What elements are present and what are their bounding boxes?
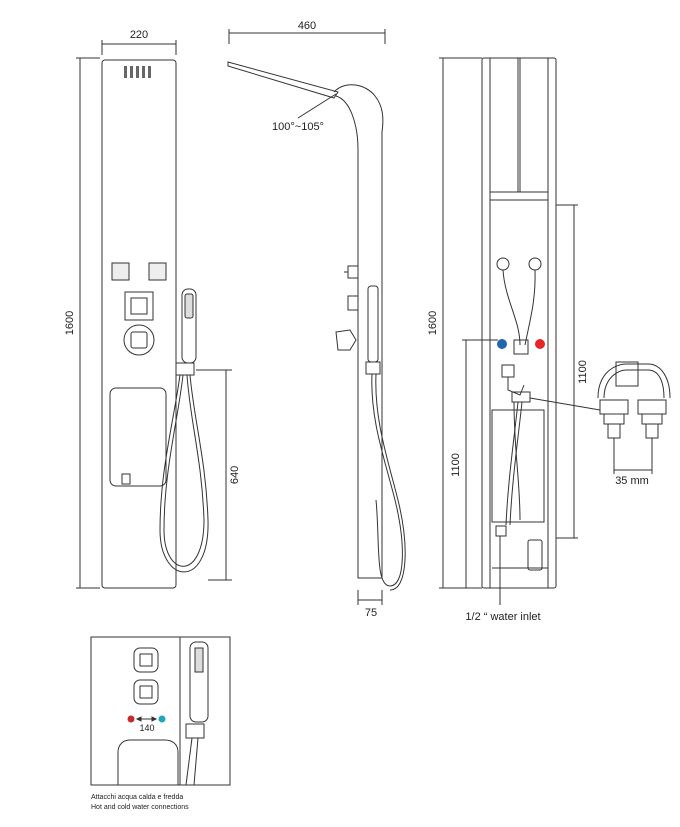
inlet-ring-left bbox=[496, 257, 510, 271]
back-height-label: 1600 bbox=[427, 311, 439, 335]
back-view: 1600 1100 1100 bbox=[427, 57, 601, 623]
lower-connector bbox=[511, 391, 531, 403]
side-column bbox=[333, 84, 384, 579]
detail-frame bbox=[90, 636, 231, 786]
side-knob-3 bbox=[335, 329, 357, 351]
back-recess bbox=[489, 191, 549, 589]
mixer-valve bbox=[513, 339, 529, 355]
side-view: 460 100°~105° 75 bbox=[227, 20, 406, 619]
hose-height-label: 640 bbox=[229, 466, 241, 484]
detail-spacing-label: 140 bbox=[139, 723, 154, 733]
connector-spacing-label: 35 mm bbox=[615, 475, 649, 487]
detail-hot-dot bbox=[127, 715, 135, 723]
detail-cold-dot bbox=[158, 715, 166, 723]
side-holder bbox=[365, 361, 381, 375]
hose-front bbox=[159, 374, 209, 573]
back-box bbox=[491, 409, 545, 523]
front-height-label: 1600 bbox=[64, 311, 76, 335]
hose-outlet bbox=[121, 473, 131, 485]
water-inlet-label: 1/2 “ water inlet bbox=[465, 611, 540, 623]
detail-box: 140 Attacchi acqua calda e fredda Hot an… bbox=[90, 636, 231, 811]
hose-side bbox=[371, 373, 403, 587]
side-depth-label: 75 bbox=[365, 607, 377, 619]
valve-body bbox=[501, 364, 515, 378]
hot-inlet-dot bbox=[535, 339, 545, 349]
side-knob-2 bbox=[347, 295, 359, 311]
body-jet-left bbox=[111, 262, 130, 281]
detail-nut-left bbox=[599, 399, 629, 415]
back-panel bbox=[481, 57, 557, 589]
detail-nut-right bbox=[637, 399, 667, 415]
side-hand-shower bbox=[367, 285, 379, 363]
arm-angle-label: 100°~105° bbox=[272, 121, 324, 133]
detail-knob-2 bbox=[133, 679, 159, 705]
detail-holder bbox=[185, 723, 205, 739]
diverter-knob bbox=[124, 291, 154, 321]
side-projection-label: 460 bbox=[298, 20, 316, 32]
inlet-ring-right bbox=[528, 257, 542, 271]
detail-valve bbox=[615, 361, 639, 387]
front-panel bbox=[101, 59, 177, 589]
lower-recess bbox=[109, 387, 167, 487]
caption-english: Hot and cold water connections bbox=[91, 804, 189, 811]
detail-knob-1 bbox=[133, 647, 159, 673]
top-jets bbox=[124, 66, 151, 78]
shower-head bbox=[227, 61, 339, 99]
thermostatic-knob bbox=[123, 324, 155, 356]
side-knob-1 bbox=[347, 265, 359, 279]
front-width-label: 220 bbox=[130, 29, 148, 41]
back-right-height-label: 1100 bbox=[577, 360, 589, 384]
cold-inlet-dot bbox=[497, 339, 507, 349]
body-jet-right bbox=[148, 262, 167, 281]
shower-holder bbox=[175, 362, 195, 376]
caption-italian: Attacchi acqua calda e fredda bbox=[91, 794, 183, 801]
back-left-height-label: 1100 bbox=[450, 453, 462, 477]
connector-detail: 35 mm bbox=[597, 361, 671, 487]
detail-hand-shower bbox=[189, 641, 209, 723]
front-view: 220 1600 640 bbox=[64, 29, 241, 589]
